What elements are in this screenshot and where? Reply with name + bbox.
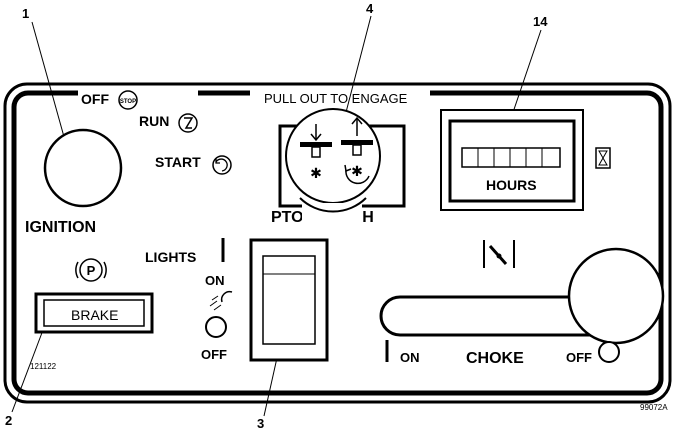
brake-label: BRAKE bbox=[71, 307, 118, 323]
svg-text:STOP: STOP bbox=[120, 99, 136, 105]
callout-1: 1 bbox=[22, 6, 29, 21]
ignition-run-label: RUN bbox=[139, 113, 169, 129]
callout-leader-1 bbox=[31, 21, 67, 145]
callout-leader-2 bbox=[11, 329, 44, 413]
lights-off-mark bbox=[205, 316, 227, 338]
frame-gap-pto bbox=[250, 88, 430, 100]
pto-engaged-icon: ✱ bbox=[341, 116, 373, 185]
run-icon bbox=[178, 113, 198, 133]
choke-slot bbox=[379, 295, 617, 337]
svg-text:✱: ✱ bbox=[310, 165, 322, 181]
hourmeter-digits bbox=[461, 147, 561, 168]
parking-brake-icon: P bbox=[75, 258, 107, 282]
ignition-switch[interactable] bbox=[43, 128, 123, 208]
lights-label: LIGHTS bbox=[145, 249, 196, 265]
ignition-off-label: OFF bbox=[81, 91, 109, 107]
pto-knob-edge bbox=[299, 197, 367, 213]
headlight-icon bbox=[209, 290, 233, 311]
ignition-start-label: START bbox=[155, 154, 201, 170]
callout-4: 4 bbox=[366, 1, 374, 16]
figure-code: 99072A bbox=[640, 403, 668, 412]
ignition-label: IGNITION bbox=[25, 219, 96, 236]
hours-label: HOURS bbox=[486, 177, 537, 193]
choke-off-label: OFF bbox=[566, 350, 592, 365]
pto-clutch-knob[interactable] bbox=[285, 108, 381, 204]
pull-out-to-engage-label: PULL OUT TO ENGAGE bbox=[264, 91, 408, 106]
brake-lever[interactable] bbox=[43, 299, 145, 327]
lights-rocker-switch[interactable] bbox=[262, 255, 316, 345]
choke-label: CHOKE bbox=[466, 350, 524, 367]
callout-14: 14 bbox=[533, 14, 548, 29]
svg-text:✱: ✱ bbox=[351, 163, 363, 179]
choke-on-label: ON bbox=[400, 350, 420, 365]
throttle-icon bbox=[483, 240, 515, 268]
frame-gap-ignition bbox=[78, 88, 198, 100]
svg-text:P: P bbox=[87, 263, 96, 278]
choke-off-mark bbox=[598, 341, 620, 363]
starter-icon bbox=[212, 155, 232, 175]
callout-2: 2 bbox=[5, 413, 12, 428]
callout-3: 3 bbox=[257, 416, 264, 431]
hourglass-icon bbox=[595, 147, 611, 169]
stop-icon: STOP bbox=[118, 90, 138, 110]
lights-off-label: OFF bbox=[201, 347, 227, 362]
choke-knob[interactable] bbox=[567, 247, 665, 345]
part-code: 121122 bbox=[30, 362, 57, 371]
pto-disengaged-icon: ✱ bbox=[300, 124, 332, 181]
lights-on-label: ON bbox=[205, 273, 225, 288]
callout-leader-4 bbox=[343, 15, 372, 121]
